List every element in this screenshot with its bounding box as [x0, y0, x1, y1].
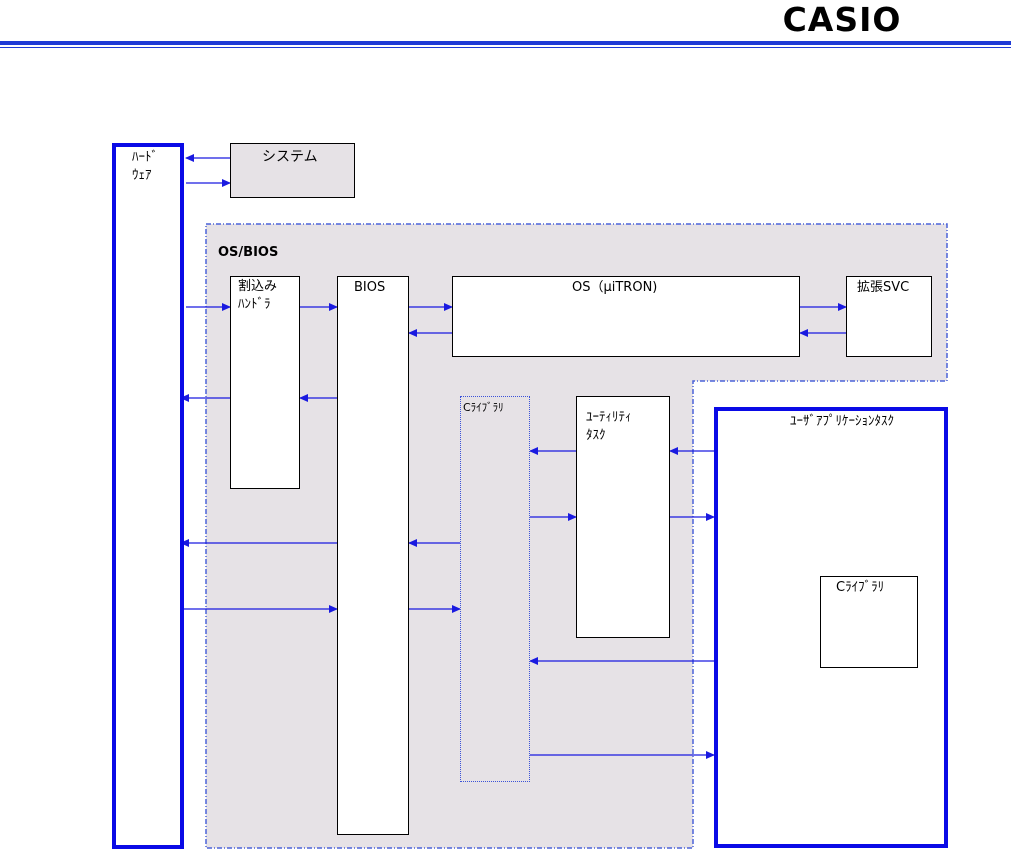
- casio-logo: CASIO: [782, 0, 902, 39]
- c-library-box: [460, 396, 530, 782]
- header-rule-thick: [0, 41, 1011, 45]
- hardware-label-line1: ﾊｰﾄﾞ: [132, 150, 158, 165]
- utility-task-label-line1: ﾕｰﾃｨﾘﾃｨ: [586, 410, 632, 425]
- ext-svc-label: 拡張SVC: [857, 280, 910, 295]
- os-label: OS（μiTRON): [572, 280, 658, 295]
- os-bios-label: OS/BIOS: [218, 245, 279, 260]
- hardware-box: [112, 143, 184, 849]
- c-library-inner-label: Cﾗｲﾌﾞﾗﾘ: [836, 580, 885, 595]
- interrupt-handler-label-line2: ﾊﾝﾄﾞﾗ: [238, 297, 271, 312]
- interrupt-handler-label-line1: 割込み: [238, 279, 278, 294]
- user-app-task-label: ﾕｰｻﾞｱﾌﾟﾘｹｰｼｮﾝﾀｽｸ: [790, 414, 894, 429]
- ext-svc-box: [846, 276, 932, 357]
- bios-box: [337, 276, 409, 835]
- utility-task-label-line2: ﾀｽｸ: [586, 428, 606, 443]
- c-library-inner-box: [820, 576, 918, 668]
- os-box: [452, 276, 800, 357]
- bios-label: BIOS: [354, 280, 386, 295]
- system-label: システム: [262, 149, 318, 165]
- header-rule-thin: [0, 47, 1011, 48]
- c-library-label: Cﾗｲﾌﾞﾗﾘ: [463, 401, 504, 414]
- hardware-label-line2: ｳｪｱ: [132, 168, 152, 183]
- utility-task-box: [576, 396, 670, 638]
- interrupt-handler-box: [230, 276, 300, 489]
- system-box: [230, 143, 355, 198]
